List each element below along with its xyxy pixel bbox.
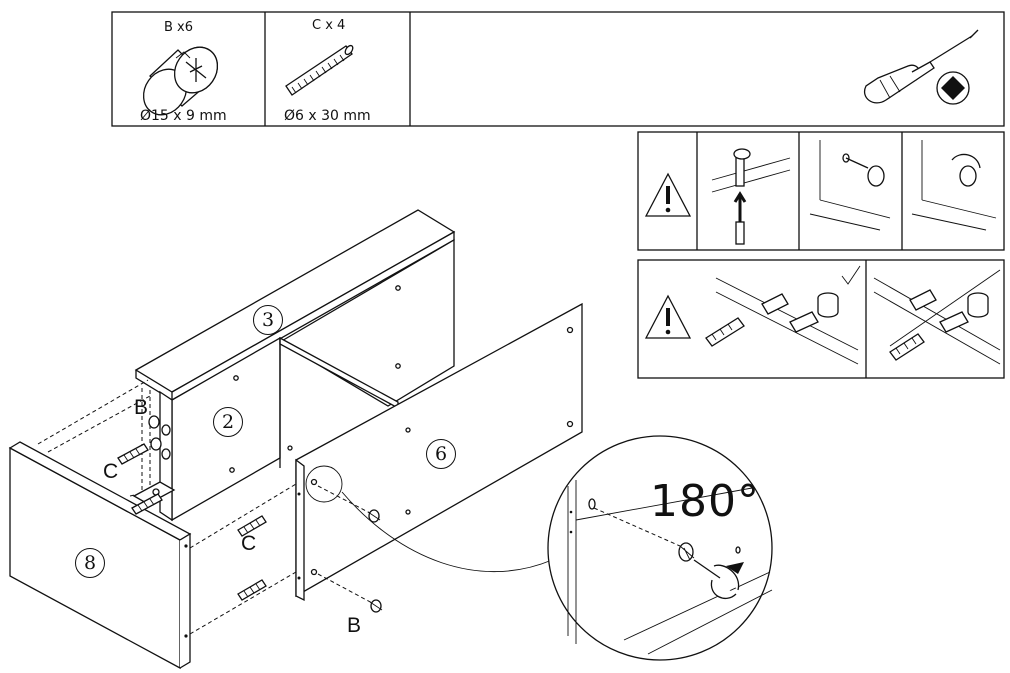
cam-lock-b-top-icon	[148, 415, 171, 460]
parts-table	[111, 11, 1005, 127]
check-mark-icon	[841, 265, 861, 285]
part-b-count: B x6	[164, 20, 194, 35]
callout-b-bottom: B	[347, 614, 362, 637]
callout-c-left: C	[103, 460, 119, 483]
callout-c-mid: C	[241, 532, 257, 555]
panel-3-top	[134, 209, 456, 402]
dowel-c-left-icon	[117, 443, 163, 515]
assembly-guide-lines	[37, 379, 375, 635]
part-c-dimension: Ø6 x 30 mm	[284, 108, 371, 124]
callout-b-top: B	[134, 396, 149, 419]
phillips-screwdriver-icon	[863, 29, 979, 105]
dowel-c-mid-icon	[237, 515, 267, 601]
panel-8-label: 8	[75, 548, 105, 578]
warning-panel-cam-insertion	[637, 131, 1005, 251]
rotation-180-label: 180°	[650, 476, 760, 527]
cam-lock-b-bottom-icon	[367, 509, 383, 613]
part-c-count: C x 4	[312, 18, 346, 33]
panel-3-label: 3	[253, 305, 283, 335]
wooden-dowel-c-icon	[285, 44, 354, 96]
detail-magnifier	[305, 435, 773, 661]
cam-lock-b-icon	[142, 46, 219, 116]
warning-panel-dowel-orientation	[637, 259, 1005, 379]
panel-2-label: 2	[213, 407, 243, 437]
panel-6-label: 6	[426, 439, 456, 469]
part-b-dimension: Ø15 x 9 mm	[140, 108, 227, 124]
